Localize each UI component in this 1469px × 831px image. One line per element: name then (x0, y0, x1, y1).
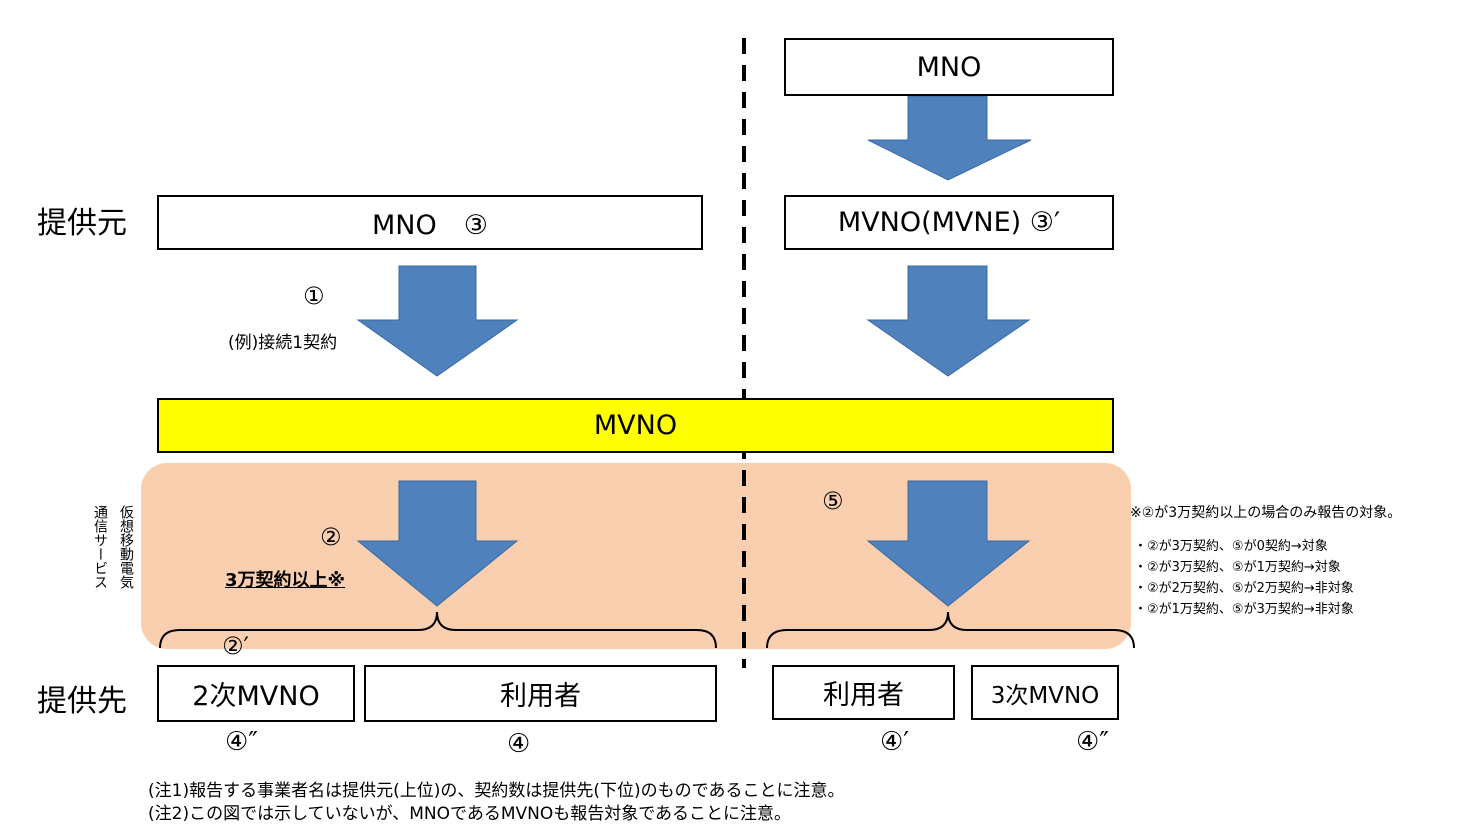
left-source-mno-box: MNO ③ (157, 195, 703, 250)
note-main: ※②が3万契約以上の場合のみ報告の対象。 (1130, 505, 1402, 521)
footnote-1: (注1)報告する事業者名は提供元(上位)の、契約数は提供先(下位)のものであるこ… (148, 781, 845, 801)
note-item-4: ・②が1万契約、⑤が3万契約→非対象 (1134, 602, 1354, 617)
under-third-mvno-label: ④″ (1076, 727, 1110, 757)
note-item-1: ・②が3万契約、⑤が0契約→対象 (1134, 539, 1328, 554)
service-label-col1: 通信サービス (92, 505, 108, 589)
arrow-mvne-to-mvno (866, 265, 1031, 377)
under-right-user-label: ④′ (880, 727, 910, 757)
second-mvno-box: 2次MVNO (157, 665, 355, 722)
left-user-box: 利用者 (364, 665, 717, 722)
footnote-2: (注2)この図では示していないが、MNOであるMVNOも報告対象であることに注意… (148, 804, 792, 824)
example-contract-label: (例)接続1契約 (228, 333, 338, 353)
right-user-box: 利用者 (772, 665, 955, 720)
dest-label: 提供先 (37, 684, 127, 719)
right-mno-box: MNO (784, 38, 1114, 96)
right-mvne-box: MVNO(MVNE) ③′ (784, 195, 1114, 250)
brace-right (766, 611, 1135, 649)
center-mvno-box: MVNO (157, 398, 1114, 453)
under-left-user-label: ④ (507, 729, 531, 759)
note-item-2: ・②が3万契約、⑤が1万契約→対象 (1134, 560, 1341, 575)
arrow-mvno-to-left (356, 480, 519, 607)
service-label-col2: 仮想移動電気 (118, 505, 134, 589)
third-mvno-box: 3次MVNO (971, 665, 1119, 720)
brace-left (159, 611, 717, 649)
arrow-mno-to-mvne (867, 95, 1032, 181)
circle-2-label: ② (320, 523, 342, 551)
circle-2-prime-label: ②′ (222, 632, 249, 660)
arrow-mvno-to-right (866, 480, 1031, 607)
arrow-mno-to-mvno (356, 265, 519, 377)
threshold-label: 3万契約以上※ (225, 570, 346, 591)
source-label: 提供元 (37, 206, 127, 241)
note-item-3: ・②が2万契約、⑤が2万契約→非対象 (1134, 581, 1354, 596)
under-second-mvno-label: ④″ (225, 727, 259, 757)
circle-1-label: ① (303, 282, 325, 310)
circle-5-label: ⑤ (822, 487, 844, 515)
